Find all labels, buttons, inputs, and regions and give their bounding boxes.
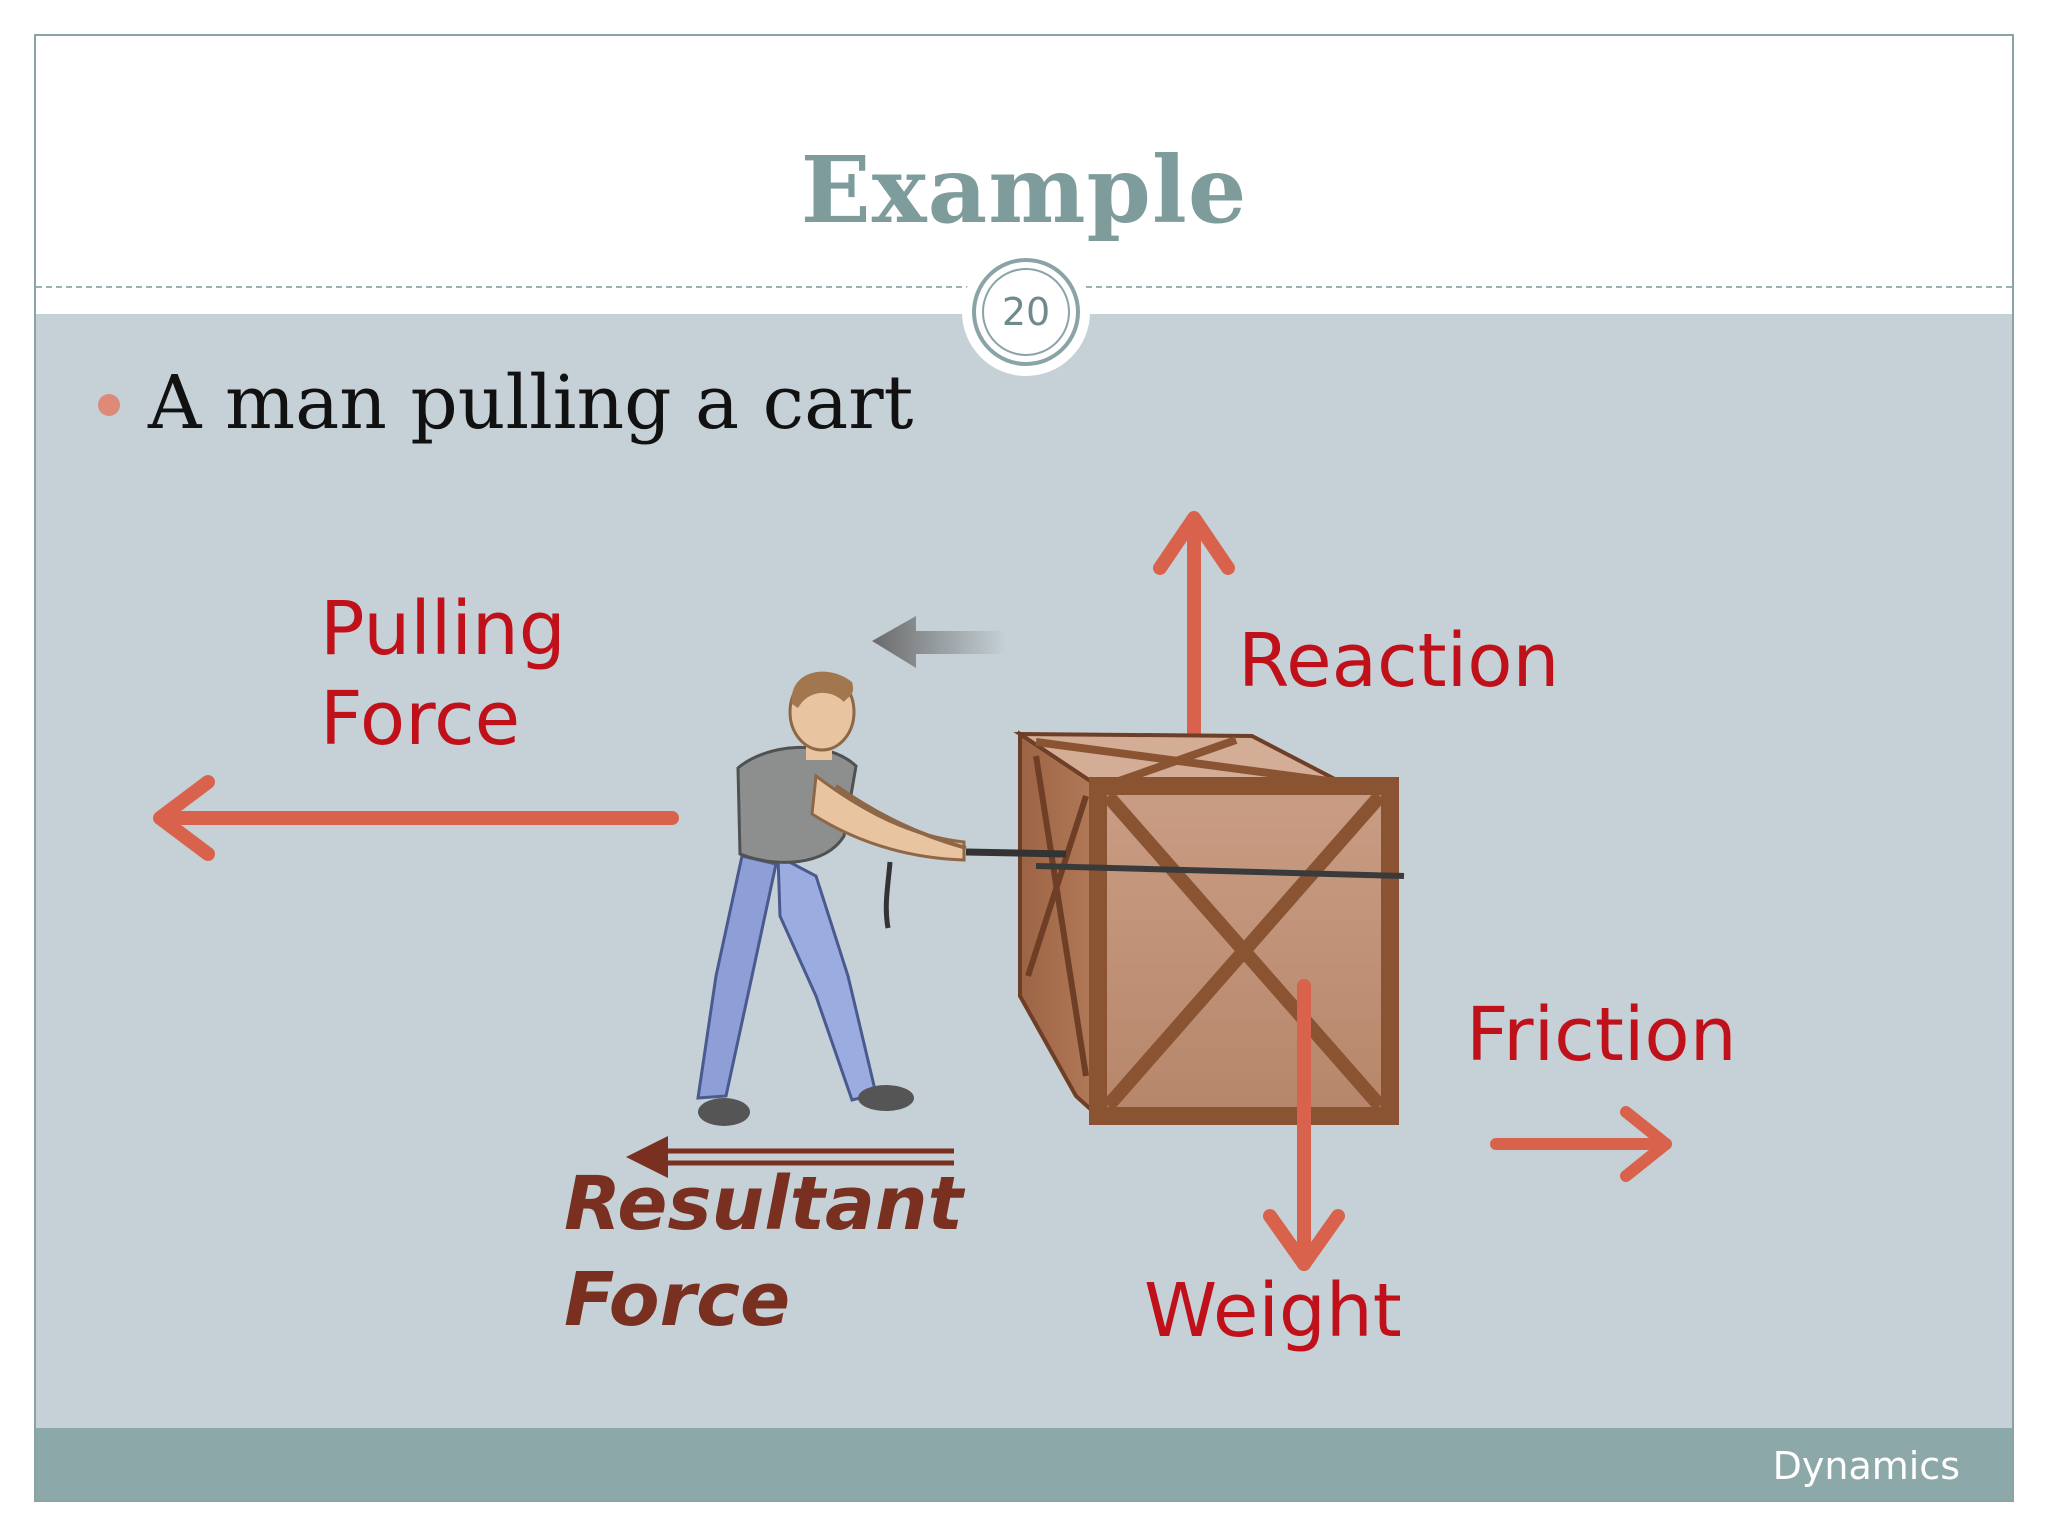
pulling-force-arrow [153,775,679,861]
man-illustration [696,671,1067,1126]
resultant-force-label: Resultant Force [564,1161,963,1343]
page-number-ring: 20 [972,258,1080,366]
bullet-dot-icon [98,394,120,416]
slide-title: Example [800,136,1248,244]
slide: Example 20 A man pulling a cart [34,34,2014,1502]
crate-illustration [1013,730,1405,1125]
footer-text: Dynamics [1772,1444,1960,1488]
force-diagram [153,511,1672,1271]
weight-label: Weight [1144,1268,1402,1354]
pulling-force-label: Pulling Force [320,586,566,762]
bullet-item: A man pulling a cart [98,360,913,446]
friction-label: Friction [1466,992,1737,1078]
footer-bar: Dynamics [36,1428,2012,1500]
weight-arrow [1263,979,1345,1271]
motion-direction-arrow [872,616,1006,668]
resultant-force-arrow [626,1136,954,1178]
friction-arrow [1490,1106,1672,1182]
reaction-label: Reaction [1238,618,1560,704]
page-number: 20 [982,268,1070,356]
bullet-text: A man pulling a cart [148,360,914,446]
page-number-badge: 20 [962,248,1090,376]
